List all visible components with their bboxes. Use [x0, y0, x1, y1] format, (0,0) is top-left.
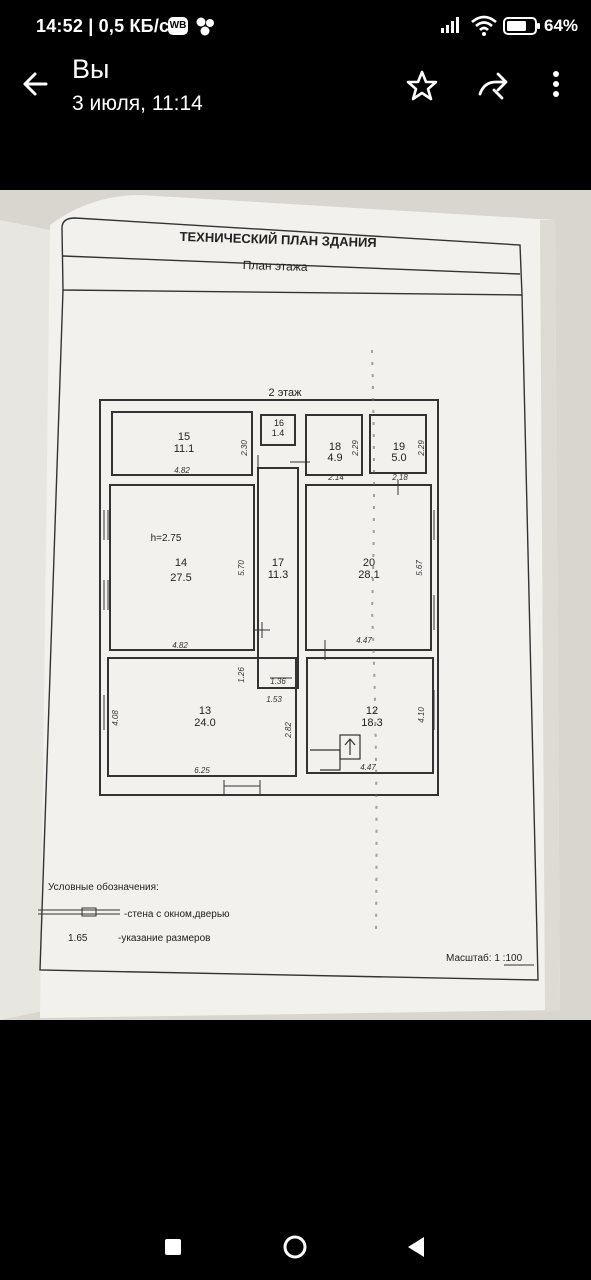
- dim-label: 2.14: [327, 473, 344, 482]
- battery-icon: [503, 17, 540, 35]
- signal-icon: [441, 17, 459, 33]
- room-20-number: 20: [363, 557, 375, 569]
- room-14-area: 27.5: [170, 572, 191, 584]
- dim-label: 4.47: [360, 763, 376, 772]
- legend-title: Условные обозначения:: [48, 881, 159, 893]
- room-17-number: 17: [272, 557, 284, 569]
- room-15-area: 11.1: [174, 443, 195, 455]
- dim-label: 2.82: [284, 722, 293, 739]
- status-time: 14:52 | 0,5 КБ/с: [36, 16, 170, 36]
- room-13-number: 13: [199, 705, 211, 717]
- dim-label: 1.53: [266, 695, 282, 704]
- dim-label: 4.82: [174, 466, 190, 475]
- share-forward-icon[interactable]: [474, 68, 514, 104]
- dim-label: 5.70: [237, 560, 246, 576]
- doc-subtitle: План этажа: [242, 258, 308, 274]
- star-outline-icon[interactable]: [404, 68, 440, 104]
- arrow-left-icon[interactable]: [16, 64, 56, 104]
- floor-plan-document: ТЕХНИЧЕСКИЙ ПЛАН ЗДАНИЯ План этажа 2 эта…: [0, 190, 591, 1020]
- status-bar: 14:52 | 0,5 КБ/с WB 64%: [0, 0, 591, 52]
- dim-label: 5.67: [415, 560, 424, 576]
- dim-label: 4.08: [111, 710, 120, 726]
- scale-label: Масштаб: 1 :100: [446, 952, 523, 964]
- room-20-area: 28.1: [358, 569, 379, 581]
- doc-title: ТЕХНИЧЕСКИЙ ПЛАН ЗДАНИЯ: [179, 229, 377, 250]
- legend-wall: -стена с окном,дверью: [124, 909, 230, 920]
- room-19-area: 5.0: [391, 452, 406, 464]
- room-16-area: 1.4: [272, 428, 285, 438]
- ceiling-height: h=2.75: [151, 533, 182, 544]
- dim-label: 4.82: [172, 641, 188, 650]
- room-17-area: 11.3: [268, 569, 289, 581]
- dim-label: 4.10: [417, 707, 426, 723]
- app-bar: Вы 3 июля, 11:14: [0, 52, 591, 126]
- dim-label: 4.47: [356, 636, 372, 645]
- photo-viewer[interactable]: ТЕХНИЧЕСКИЙ ПЛАН ЗДАНИЯ План этажа 2 эта…: [0, 190, 591, 1020]
- legend-dim: -указание размеров: [118, 933, 210, 944]
- room-18-area: 4.9: [327, 452, 342, 464]
- room-13-area: 24.0: [194, 717, 215, 729]
- dim-label: 1.26: [237, 667, 246, 683]
- dim-label: 2.18: [391, 473, 408, 482]
- room-15-number: 15: [178, 431, 190, 443]
- dim-label: 2.30: [240, 440, 249, 457]
- room-18-number: 18: [329, 441, 341, 453]
- legend-dim-value: 1.65: [68, 933, 88, 944]
- room-14-number: 14: [175, 557, 187, 569]
- sender-name: Вы: [72, 54, 110, 84]
- wb-app-icon: WB: [168, 17, 188, 35]
- navigation-bar: [0, 1210, 591, 1280]
- room-12-area: 18.3: [361, 717, 382, 729]
- dim-label: 1.36: [270, 677, 286, 686]
- more-vert-icon[interactable]: [544, 66, 568, 106]
- room-16-number: 16: [274, 418, 284, 428]
- floor-label: 2 этаж: [269, 387, 303, 399]
- wifi-icon: [471, 15, 497, 36]
- dim-label: 2.29: [351, 440, 360, 457]
- dim-label: 2.29: [417, 440, 426, 457]
- recents-square-icon[interactable]: [158, 1232, 188, 1262]
- dots-app-icon: [196, 17, 214, 36]
- room-19-number: 19: [393, 441, 405, 453]
- dim-label: 6.25: [194, 766, 210, 775]
- message-date: 3 июля, 11:14: [72, 92, 203, 115]
- back-triangle-icon[interactable]: [402, 1232, 432, 1262]
- home-circle-icon[interactable]: [280, 1232, 310, 1262]
- battery-percent: 64%: [544, 16, 579, 35]
- room-12-number: 12: [366, 705, 378, 717]
